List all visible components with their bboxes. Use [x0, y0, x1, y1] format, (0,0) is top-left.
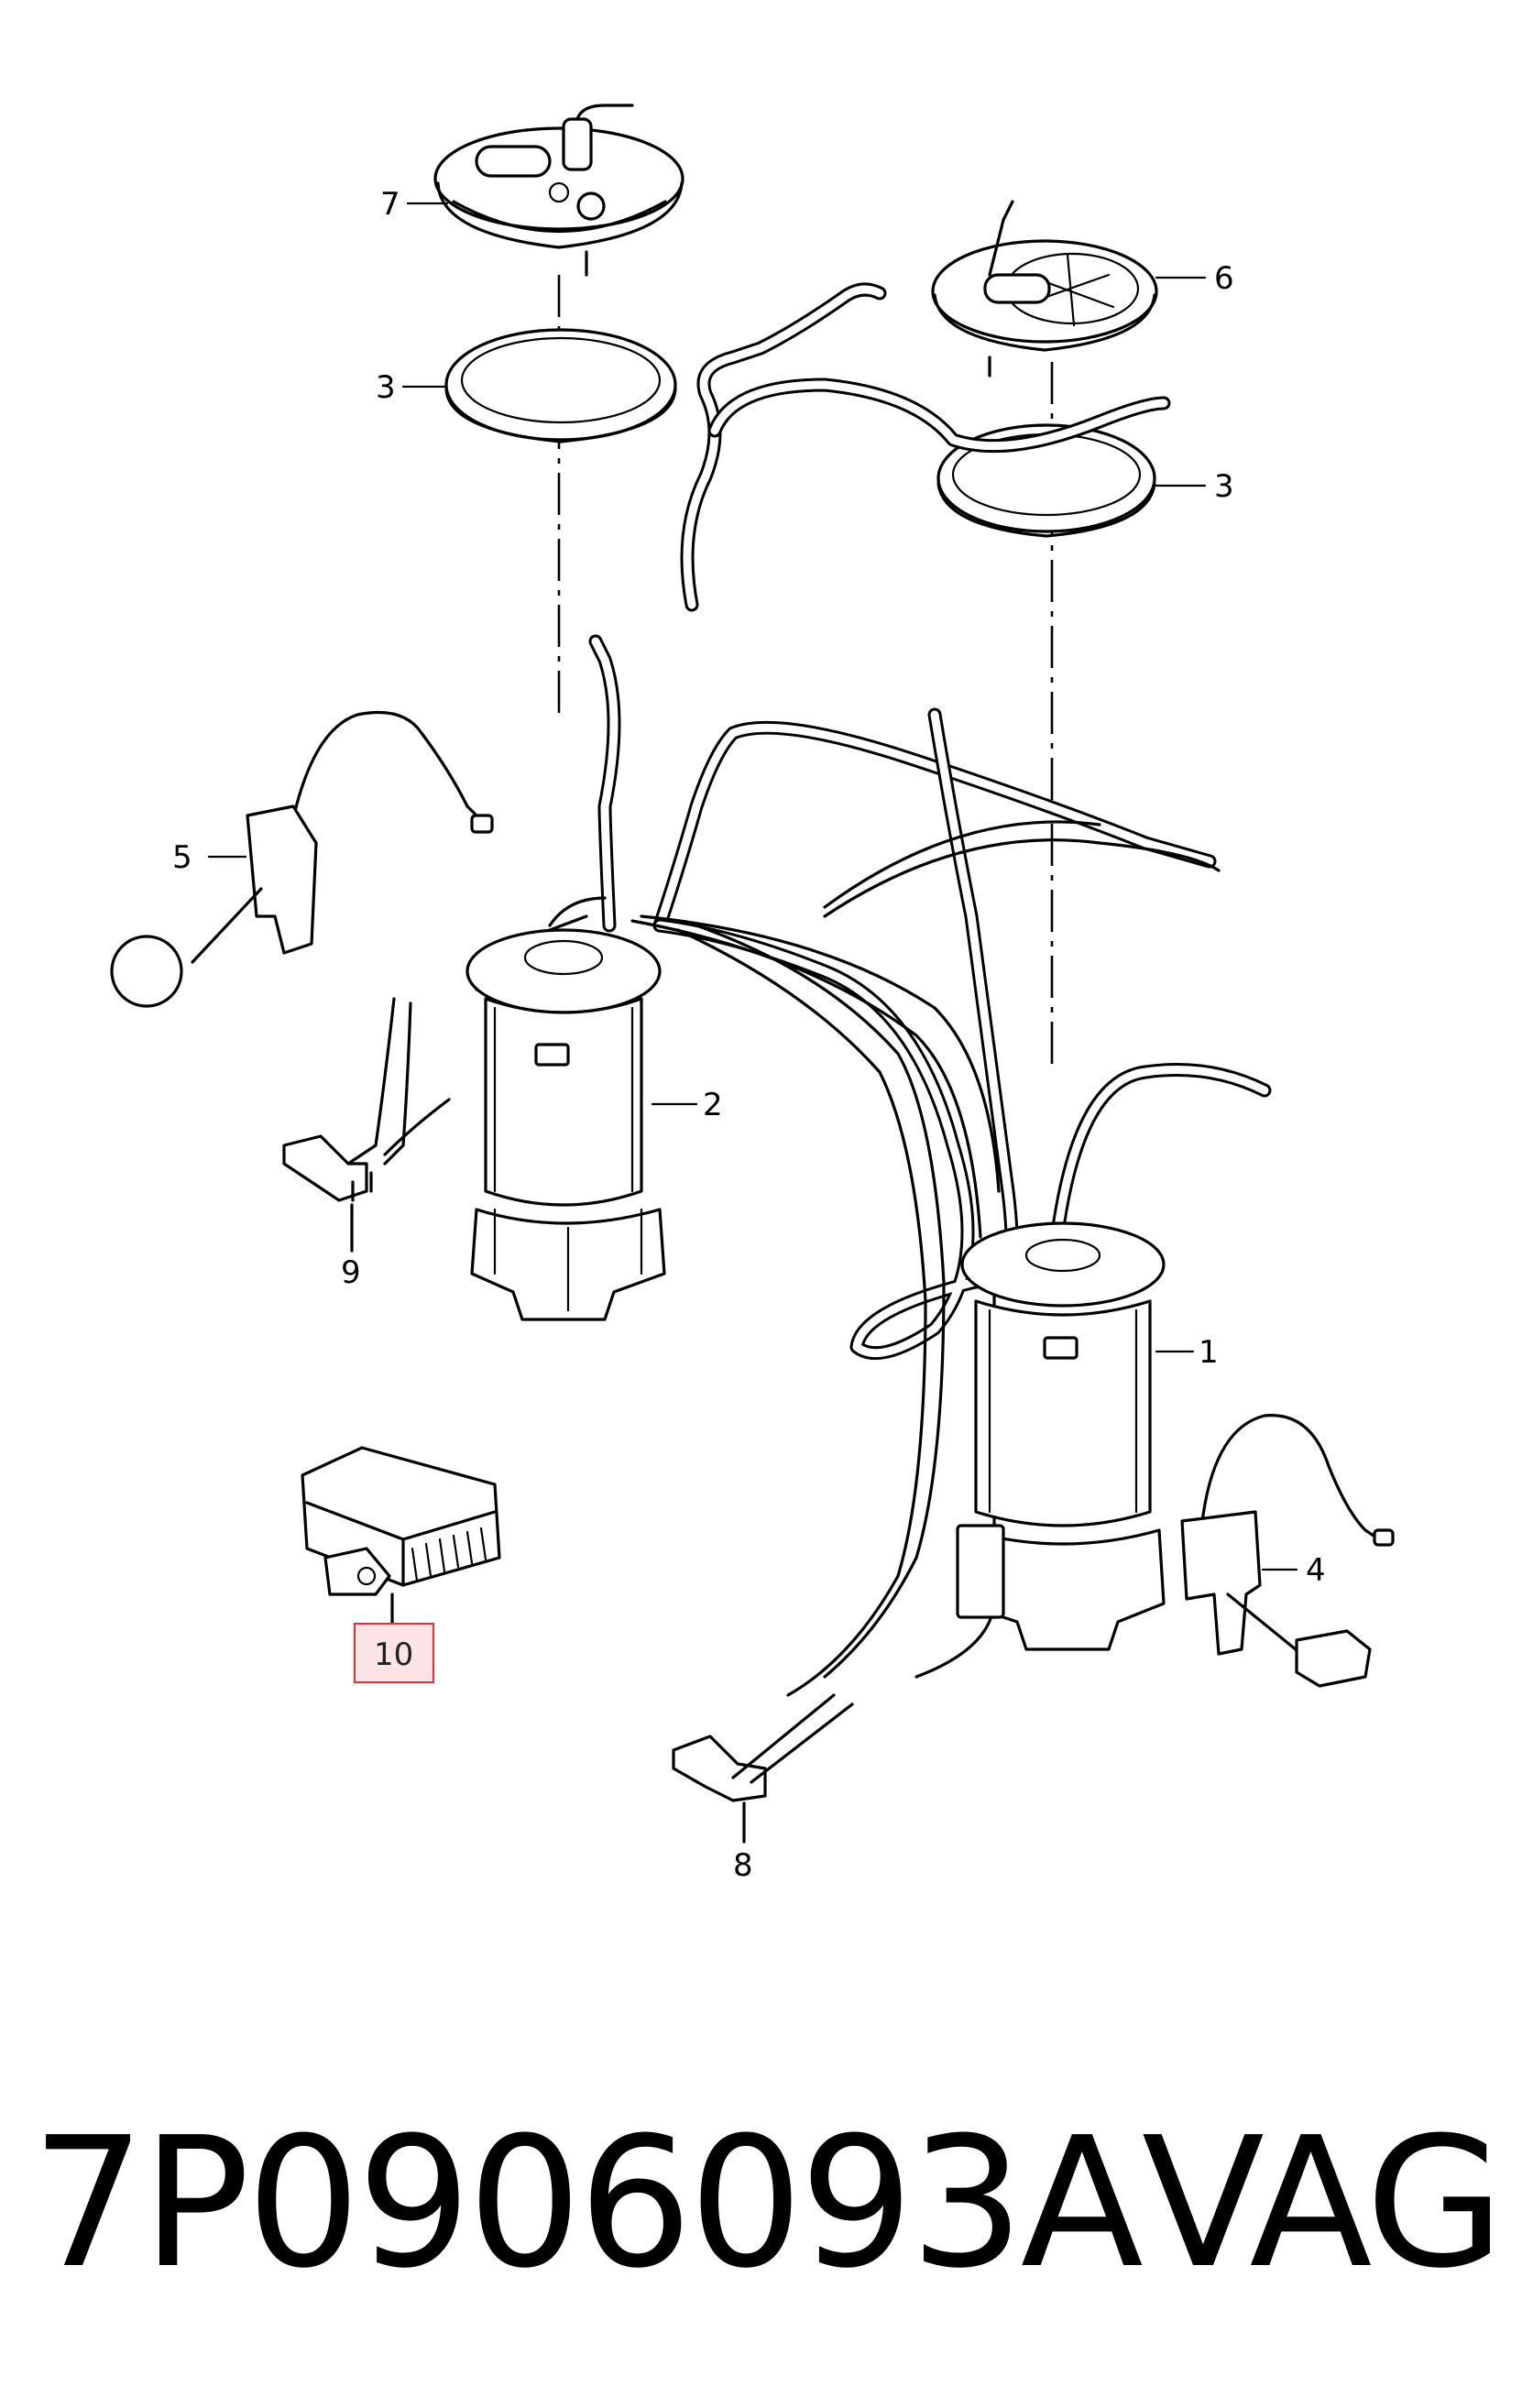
- part-10-control-module: [301, 1446, 501, 1625]
- brand-name: VAG: [1141, 2099, 1505, 2308]
- callout-3-left: 3: [376, 369, 396, 406]
- callout-2: 2: [703, 1087, 723, 1123]
- callout-4: 4: [1306, 1552, 1326, 1589]
- part-9-connector: [282, 1134, 373, 1253]
- part-6-flange: [931, 200, 1158, 378]
- callout-9: 9: [341, 1254, 361, 1291]
- part-7-flange: [433, 104, 684, 277]
- part-2-pump: [465, 928, 666, 1321]
- part-number: 7P0906093A: [31, 2099, 1144, 2308]
- callout-3-right: 3: [1214, 468, 1234, 505]
- leader-lines: [207, 202, 1298, 1571]
- part-1-pump: [956, 1221, 1166, 1651]
- part-5-level-sender: [110, 710, 494, 1008]
- callout-6: 6: [1214, 260, 1234, 297]
- part-3-ring-left: [444, 328, 677, 443]
- callout-5: 5: [172, 839, 192, 876]
- callout-8: 8: [733, 1847, 753, 1884]
- callout-7: 7: [380, 186, 400, 223]
- part-caption: 7P0906093A VAG: [31, 2098, 1506, 2309]
- hose-harness: [346, 282, 1272, 1697]
- callout-10-highlight[interactable]: 10: [354, 1623, 434, 1683]
- part-8-connector: [672, 1693, 854, 1844]
- part-4-level-sender: [1180, 1414, 1395, 1688]
- callout-1: 1: [1199, 1334, 1219, 1371]
- callout-10: 10: [374, 1636, 413, 1673]
